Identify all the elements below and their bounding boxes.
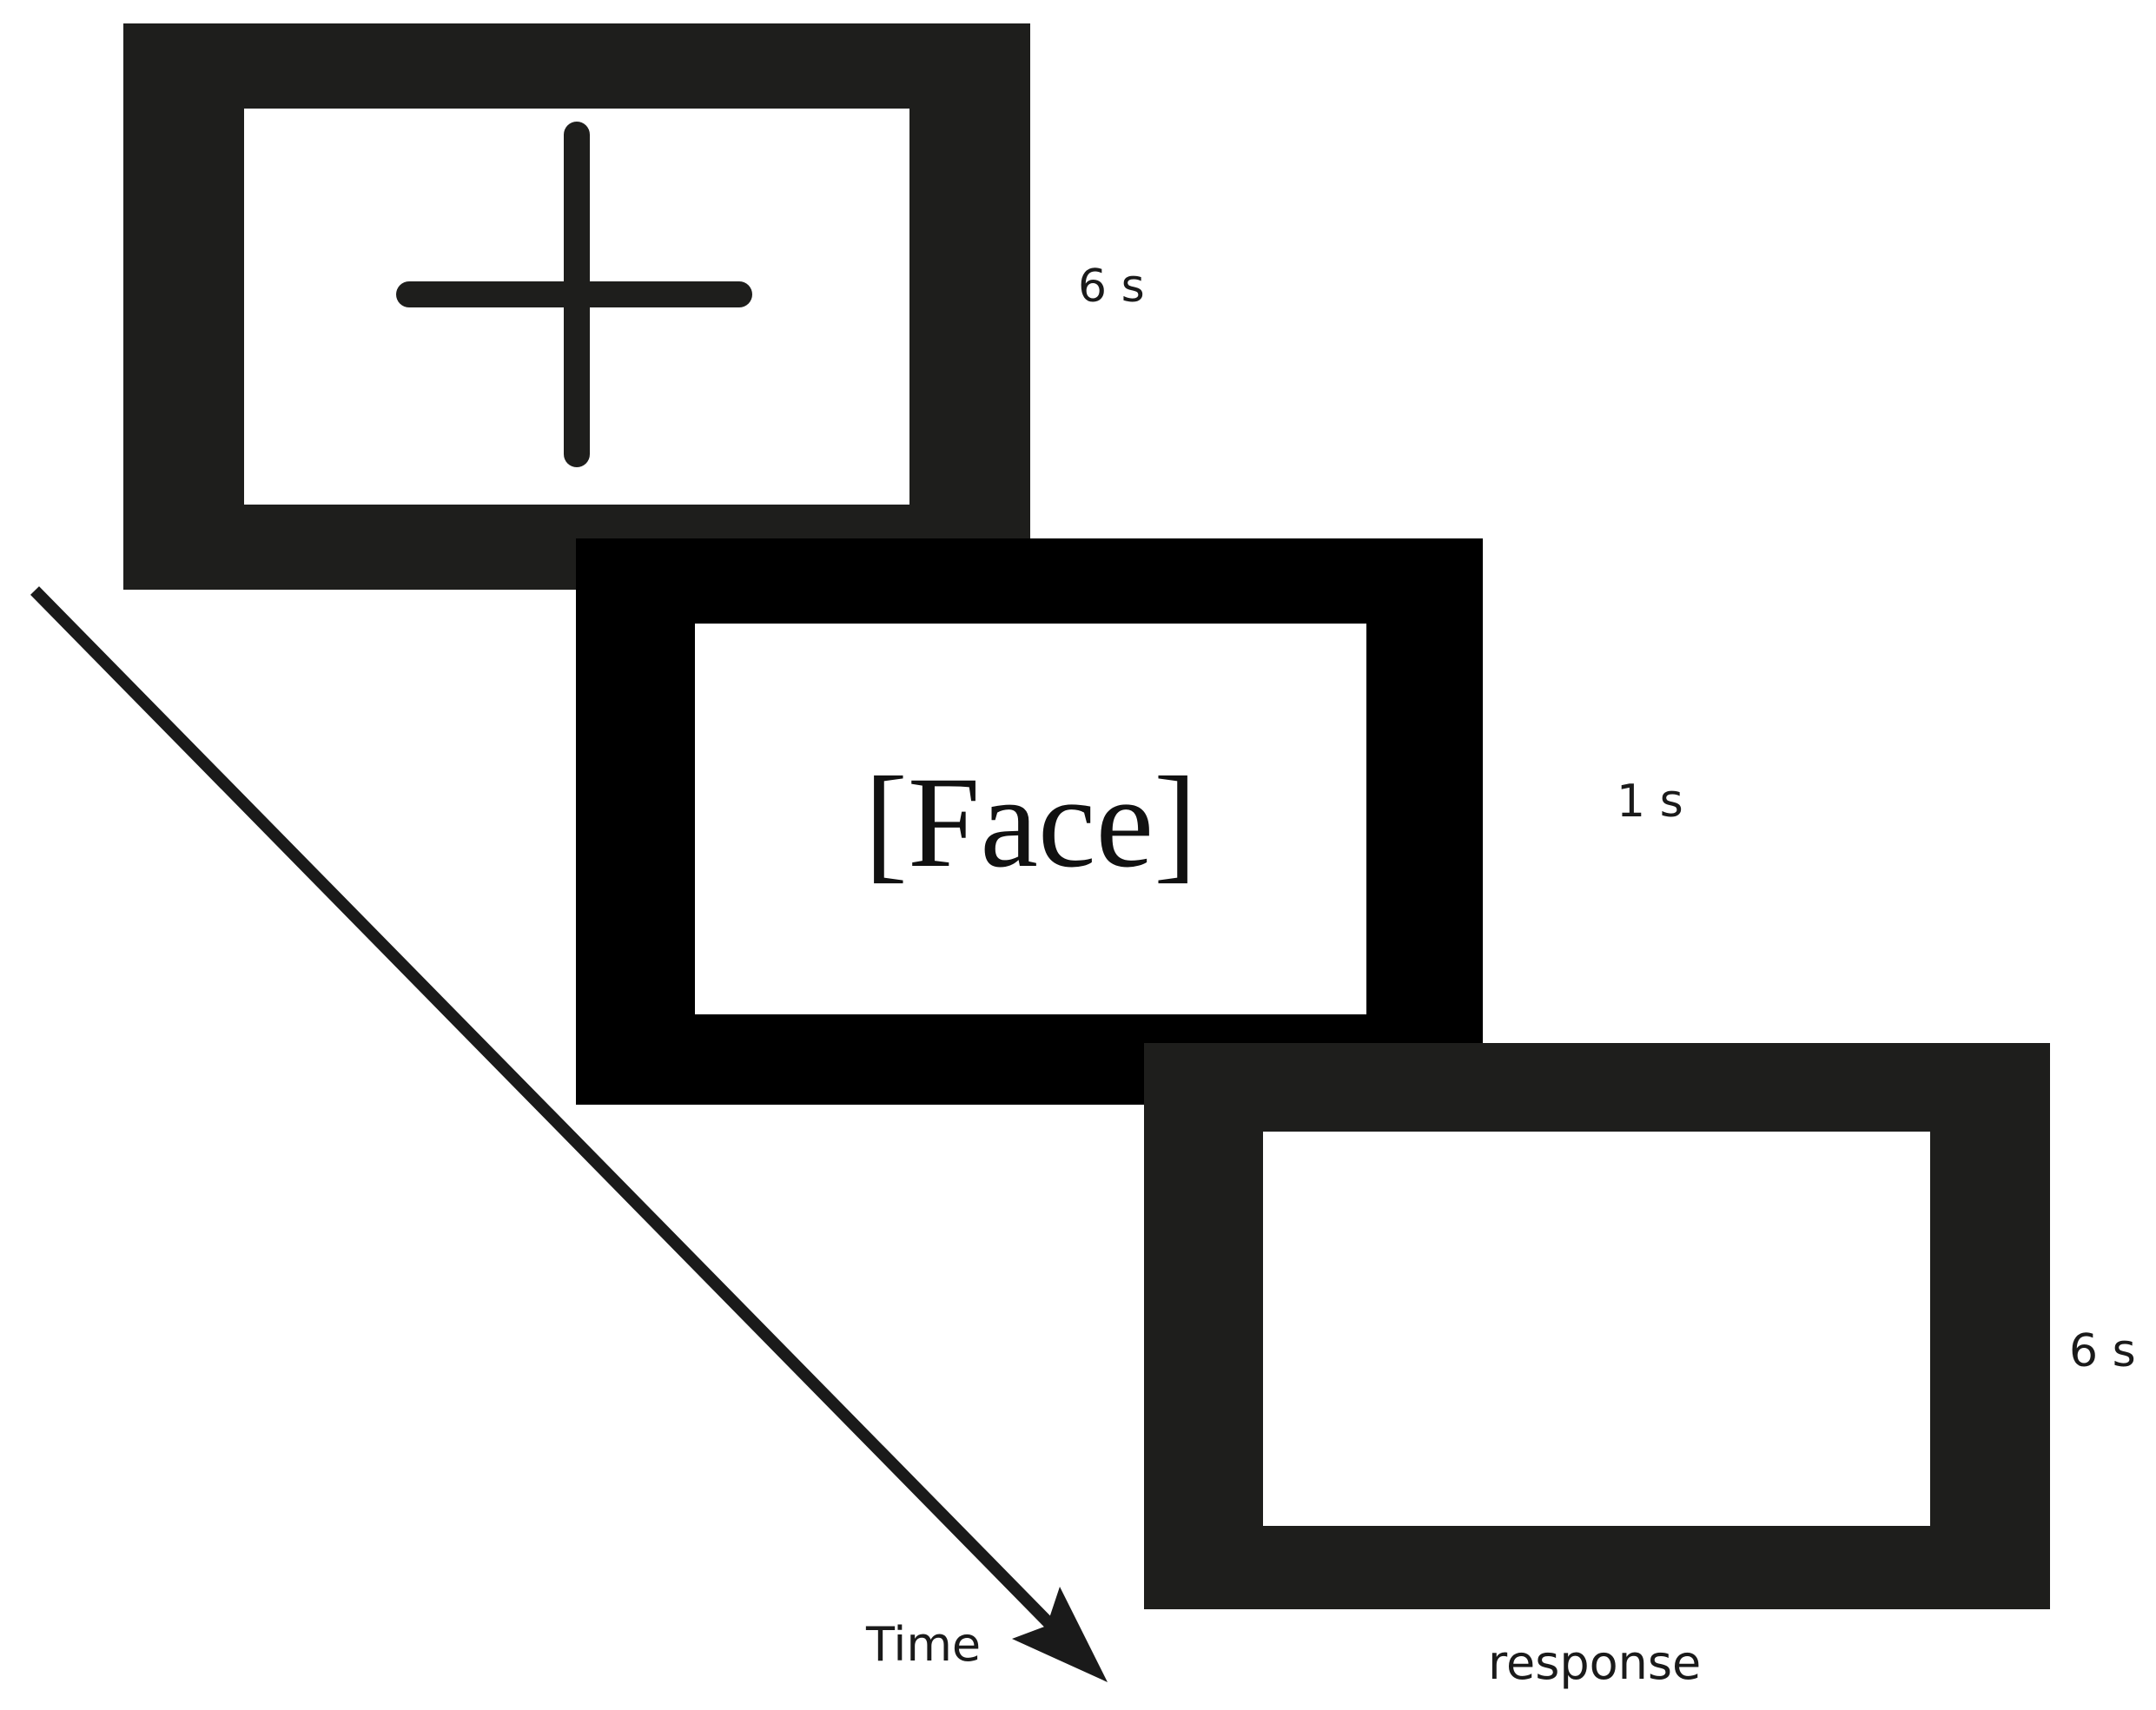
response-caption: response bbox=[1488, 1635, 1702, 1690]
fixation-cross-icon bbox=[396, 122, 752, 467]
fixation-screen-display bbox=[244, 109, 909, 505]
stimulus-screen: [Face] bbox=[576, 538, 1483, 1105]
response-screen-display bbox=[1263, 1132, 1930, 1526]
fixation-duration: 6 s bbox=[1078, 261, 1145, 313]
time-arrow-head bbox=[1012, 1587, 1108, 1682]
response-screen bbox=[1144, 1043, 2050, 1609]
stimulus-duration: 1 s bbox=[1617, 776, 1683, 828]
fixation-screen bbox=[123, 23, 1030, 590]
response-duration: 6 s bbox=[2069, 1325, 2136, 1377]
stimulus-label: [Face] bbox=[863, 750, 1198, 895]
stimulus-screen-display: [Face] bbox=[695, 624, 1366, 1014]
time-axis-label: Time bbox=[866, 1617, 982, 1672]
